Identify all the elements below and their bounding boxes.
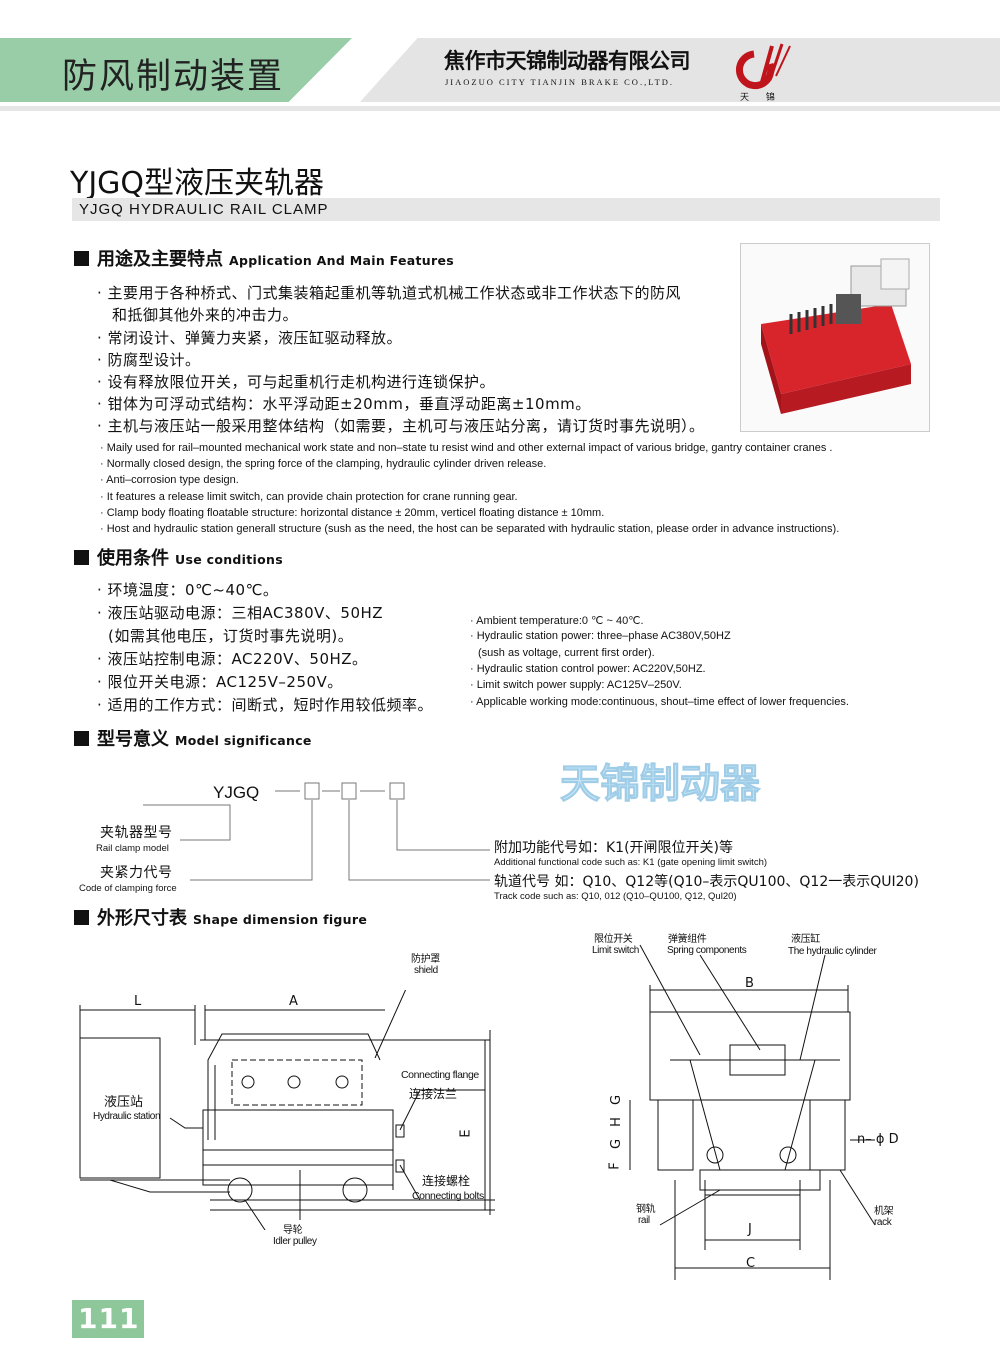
- track-code-en: Track code such as: Q10, 012 (Q10–QU100,…: [494, 891, 737, 902]
- feature-cn: · 防腐型设计。: [97, 351, 201, 369]
- condition-en: · Applicable working mode:continuous, sh…: [470, 696, 849, 708]
- extra-code-en: Additional functional code such as: K1 (…: [494, 857, 768, 868]
- extra-code-cn: 附加功能代号如：K1(开闸限位开关)等: [494, 840, 734, 856]
- limit-switch-en: Limit switch: [592, 945, 639, 956]
- pulley-label-cn: 导轮: [283, 1225, 303, 1236]
- rail-clamp-photo: [761, 258, 911, 414]
- feature-en: · Host and hydraulic station generall st…: [100, 523, 840, 535]
- dim-G-lower: G: [609, 1138, 625, 1150]
- cylinder-en: The hydraulic cylinder: [788, 946, 877, 957]
- company-name-en: JIAOZUO CITY TIANJIN BRAKE CO.,LTD.: [445, 77, 675, 87]
- feature-cn: · 主机与液压站一般采用整体结构（如需要，主机可与液压站分离，请订货时事先说明）…: [97, 417, 705, 435]
- station-label-cn: 液压站: [104, 1095, 144, 1110]
- page-number: 111: [78, 1302, 140, 1335]
- rail-model-cn: 夹轨器型号: [100, 825, 173, 841]
- dim-H: H: [608, 1117, 624, 1127]
- cylinder-cn: 液压缸: [791, 934, 820, 945]
- condition-en: · Hydraulic station power: three–phase A…: [470, 630, 731, 642]
- dim-A: A: [289, 994, 298, 1009]
- condition-cn: · 液压站驱动电源：三相AC380V、50HZ: [97, 604, 384, 622]
- bolts-label-cn: 连接螺栓: [422, 1174, 471, 1188]
- product-title: YJGQ型液压夹轨器: [70, 166, 325, 201]
- force-cn: 夹紧力代号: [100, 865, 173, 881]
- flange-label-en: Connecting flange: [401, 1069, 479, 1081]
- dim-C: C: [746, 1256, 756, 1271]
- product-subtitle-bar: [72, 198, 940, 221]
- product-subtitle: YJGQ HYDRAULIC RAIL CLAMP: [79, 201, 329, 218]
- company-logo: [736, 43, 791, 89]
- rail-model-en: Rail clamp model: [96, 843, 169, 854]
- spring-en: Spring components: [667, 945, 747, 956]
- condition-cn: · 限位开关电源：AC125V–250V。: [97, 673, 343, 691]
- feature-cn: 和抵御其他外来的冲击力。: [112, 306, 299, 324]
- front-view-drawing: [629, 944, 876, 1280]
- product-photo: [740, 243, 930, 432]
- header-green-band: [0, 38, 352, 102]
- category-title: 防风制动装置: [62, 57, 285, 97]
- dim-G-upper: G: [609, 1094, 625, 1106]
- spring-cn: 弹簧组件: [668, 934, 707, 945]
- shield-label-en: shield: [414, 965, 438, 976]
- watermark: 天锦制动器: [560, 761, 761, 808]
- dim-J: J: [748, 1222, 752, 1237]
- condition-en: · Ambient temperature:0 ℃ ~ 40℃.: [470, 615, 644, 627]
- dim-F: F: [607, 1162, 623, 1170]
- condition-cn: · 适用的工作方式：间断式，短时作用较低频率。: [97, 696, 434, 714]
- rail-en: rail: [638, 1215, 650, 1226]
- rail-cn: 钢轨: [636, 1204, 656, 1215]
- condition-en: (sush as voltage, current first order).: [478, 647, 655, 659]
- feature-cn: · 设有释放限位开关，可与起重机行走机构进行连锁保护。: [97, 373, 496, 391]
- condition-cn: · 液压站控制电源：AC220V、50HZ。: [97, 650, 368, 668]
- track-code-cn: 轨道代号 如：Q10、Q12等(Q10–表示QU100、Q12一表示QUI20): [494, 874, 919, 890]
- feature-cn: · 钳体为可浮动式结构：水平浮动距±20mm，垂直浮动距离±10mm。: [97, 395, 591, 413]
- feature-en: · Clamp body floating floatable structur…: [100, 507, 605, 519]
- pulley-label-en: Idler pulley: [273, 1236, 317, 1247]
- feature-en: · Normally closed design, the spring for…: [100, 458, 547, 470]
- side-view-drawing: [79, 990, 495, 1230]
- bolts-label-en: Connecting bolts: [412, 1190, 484, 1202]
- logo-text: 天 锦: [740, 93, 775, 103]
- dim-nD: n– ϕ D: [857, 1132, 899, 1147]
- condition-cn: · 环境温度：0℃~40℃。: [97, 581, 279, 599]
- model-code-diagram: [143, 782, 490, 881]
- feature-cn: · 主要用于各种桥式、门式集装箱起重机等轨道式机械工作状态或非工作状态下的防风: [97, 284, 682, 302]
- force-en: Code of clamping force: [79, 883, 177, 894]
- flange-label-cn: 连接法兰: [409, 1087, 458, 1101]
- rack-en: rack: [874, 1217, 892, 1228]
- feature-cn: · 常闭设计、弹簧力夹紧，液压缸驱动释放。: [97, 329, 403, 347]
- condition-en: · Limit switch power supply: AC125V–250V…: [470, 679, 682, 691]
- page-number-box: [72, 1300, 144, 1338]
- condition-en: · Hydraulic station control power: AC220…: [470, 663, 706, 675]
- dim-L: L: [134, 994, 142, 1009]
- dim-B: B: [745, 976, 754, 991]
- condition-cn: (如需其他电压，订货时事先说明)。: [108, 627, 354, 645]
- feature-en: · It features a release limit switch, ca…: [100, 491, 518, 503]
- model-code: YJGQ: [213, 783, 260, 802]
- dim-E: E: [458, 1129, 474, 1138]
- limit-switch-cn: 限位开关: [594, 934, 633, 945]
- feature-en: · Maily used for rail–mounted mechanical…: [100, 442, 833, 454]
- rack-cn: 机架: [874, 1206, 894, 1217]
- feature-en: · Anti–corrosion type design.: [100, 474, 239, 486]
- shield-label-cn: 防护罩: [411, 954, 440, 965]
- header-divider: [0, 106, 1000, 111]
- header-gray-band: [360, 38, 1000, 102]
- station-label-en: Hydraulic station: [93, 1111, 161, 1122]
- company-name-cn: 焦作市天锦制动器有限公司: [444, 48, 691, 73]
